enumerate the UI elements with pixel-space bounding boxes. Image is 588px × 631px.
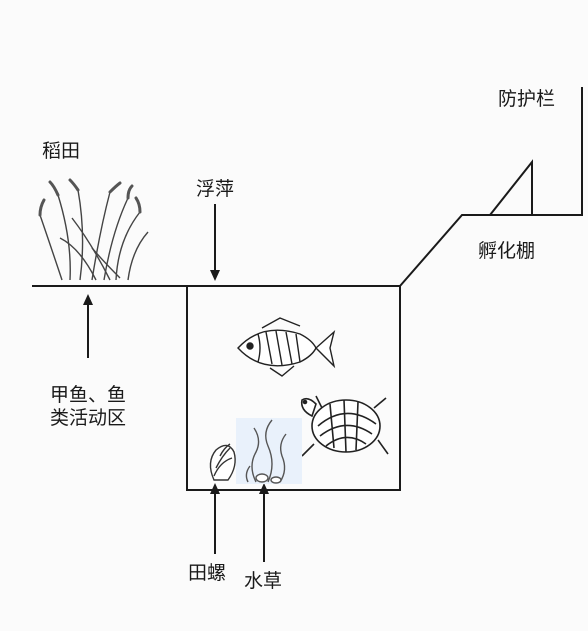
- field-structure: [32, 87, 583, 491]
- activity-area-arrow: [83, 294, 93, 358]
- activity-area-label-line2: 类活动区: [50, 407, 127, 429]
- hatch-shed-label: 孵化棚: [478, 240, 536, 262]
- pit-outline: [186, 286, 401, 491]
- arrows: [83, 204, 269, 562]
- rice-field-label: 稻田: [42, 140, 81, 162]
- fish-illustration: [237, 317, 336, 377]
- snail-arrow: [210, 483, 220, 554]
- snail-label: 田螺: [188, 562, 227, 584]
- duckweed-label: 浮萍: [196, 178, 235, 200]
- snail-illustration: [209, 443, 236, 481]
- embankment-slope: [399, 87, 583, 287]
- duckweed-arrow: [210, 204, 220, 281]
- rice-plant-illustration: [38, 178, 149, 281]
- hatch-shed-shape: [489, 159, 533, 216]
- activity-area-label-line1: 甲鱼、鱼: [50, 384, 127, 406]
- water-grass-illustration: [236, 418, 302, 484]
- guard-rail-label: 防护栏: [498, 88, 556, 110]
- water-grass-arrow: [259, 483, 269, 562]
- turtle-illustration: [300, 395, 389, 457]
- activity-area-label: 甲鱼、鱼 类活动区: [50, 384, 126, 430]
- water-grass-label: 水草: [244, 570, 283, 592]
